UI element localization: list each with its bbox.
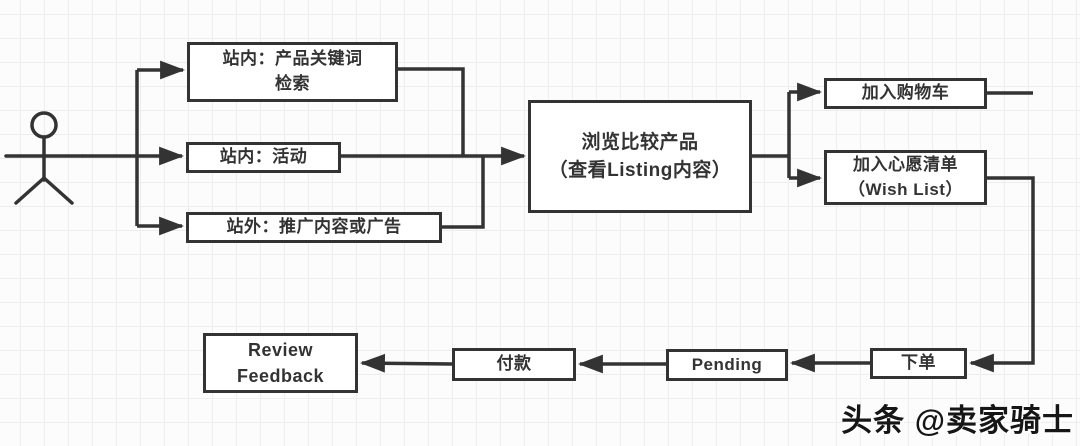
- node-pending: Pending: [666, 349, 788, 381]
- node-activity: 站内：活动: [186, 142, 341, 173]
- connector-payment-to-review: [359, 353, 453, 373]
- node-place-order: 下单: [870, 348, 967, 379]
- node-add-to-cart: 加入购物车: [824, 78, 987, 109]
- node-browse-compare: 浏览比较产品 （查看Listing内容）: [528, 100, 752, 213]
- node-keyword-search-line1: 站内：产品关键词: [222, 49, 363, 69]
- node-keyword-search-line2: 检索: [275, 74, 310, 93]
- node-wish-list-line2: （Wish List）: [848, 179, 963, 199]
- node-add-to-cart-label: 加入购物车: [861, 83, 950, 103]
- node-payment-label: 付款: [496, 354, 532, 374]
- node-pending-label: Pending: [691, 354, 763, 374]
- node-browse-compare-line1: 浏览比较产品: [581, 131, 699, 153]
- node-activity-label: 站内：活动: [219, 147, 308, 167]
- node-place-order-label: 下单: [901, 353, 936, 373]
- node-review-feedback-line2: Feedback: [236, 366, 325, 386]
- watermark: 头条 @卖家骑士: [841, 403, 1074, 438]
- node-wish-list: 加入心愿清单 （Wish List）: [824, 150, 987, 205]
- node-wish-list-line1: 加入心愿清单: [853, 154, 958, 174]
- node-payment: 付款: [452, 348, 576, 381]
- actor-figure-icon: [4, 111, 84, 205]
- connector-to-order: [968, 176, 1035, 373]
- node-review-feedback-line1: Review: [247, 339, 314, 360]
- connector-keyword-to-merge: [398, 67, 465, 156]
- actor-leg-right: [42, 176, 74, 205]
- connector-offsite-to-merge: [442, 156, 485, 229]
- actor-head: [30, 111, 58, 139]
- actor-leg-left: [14, 176, 46, 205]
- node-review-feedback: Review Feedback: [203, 333, 358, 393]
- node-keyword-search: 站内：产品关键词 检索: [187, 42, 398, 102]
- node-offsite-promo-label: 站外：推广内容或广告: [226, 217, 402, 237]
- node-browse-compare-line2: （查看Listing内容）: [548, 159, 732, 181]
- node-offsite-promo: 站外：推广内容或广告: [186, 212, 442, 243]
